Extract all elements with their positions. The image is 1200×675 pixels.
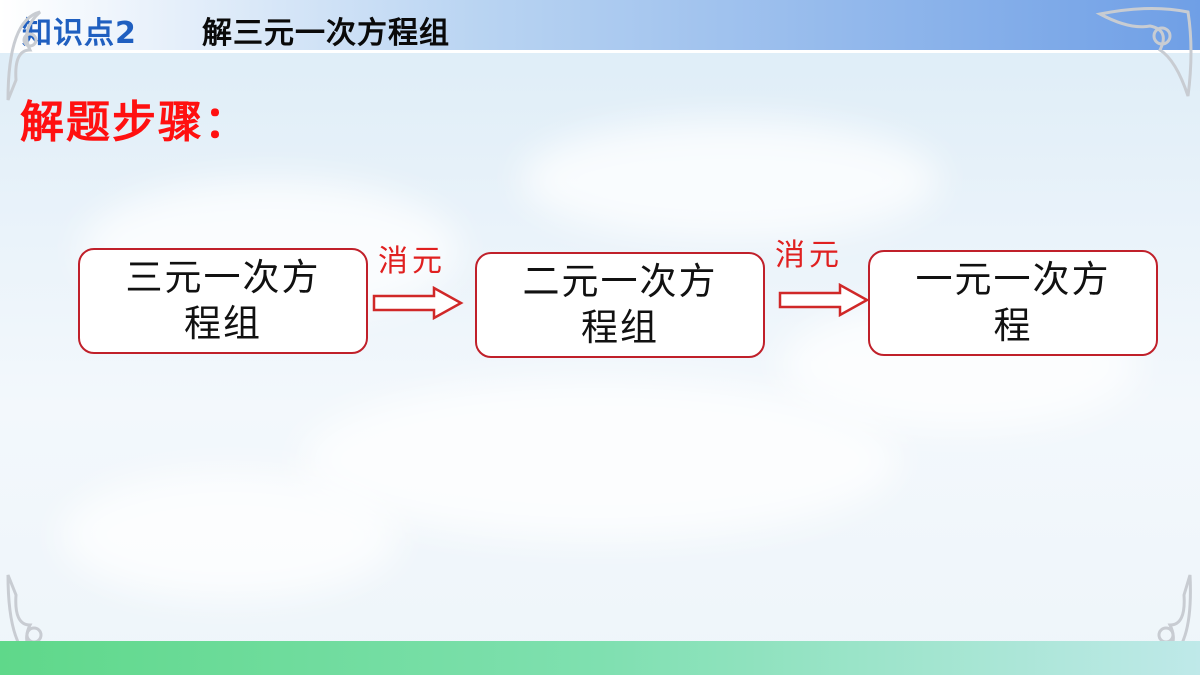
cloud-decoration (520, 120, 940, 240)
step-box-two-var: 二元一次方 程组 (475, 252, 765, 358)
corner-ornament-icon (1095, 6, 1193, 97)
step-box-one-var: 一元一次方 程 (868, 250, 1158, 356)
transition-label: 消元 (378, 244, 446, 279)
step-text-line: 程组 (184, 302, 262, 345)
step-text-line: 一元一次方 (915, 258, 1111, 301)
right-arrow-icon (372, 286, 464, 320)
step-text-line: 程组 (581, 306, 659, 349)
step-text-line: 二元一次方 (522, 260, 718, 303)
footer-bar (0, 641, 1200, 675)
corner-ornament-icon (6, 10, 42, 101)
header-bar: 知识点2 解三元一次方程组 (0, 0, 1200, 53)
step-text-line: 程 (993, 304, 1033, 347)
step-box-three-var: 三元一次方 程组 (78, 248, 368, 354)
topic-label: 知识点2 (22, 16, 137, 51)
cloud-decoration (300, 380, 900, 540)
transition-label: 消元 (775, 238, 843, 273)
page-title: 解三元一次方程组 (202, 16, 450, 51)
right-arrow-icon (778, 283, 870, 317)
cloud-decoration (60, 470, 400, 600)
step-text-line: 三元一次方 (125, 256, 321, 299)
section-title: 解题步骤： (20, 97, 250, 148)
